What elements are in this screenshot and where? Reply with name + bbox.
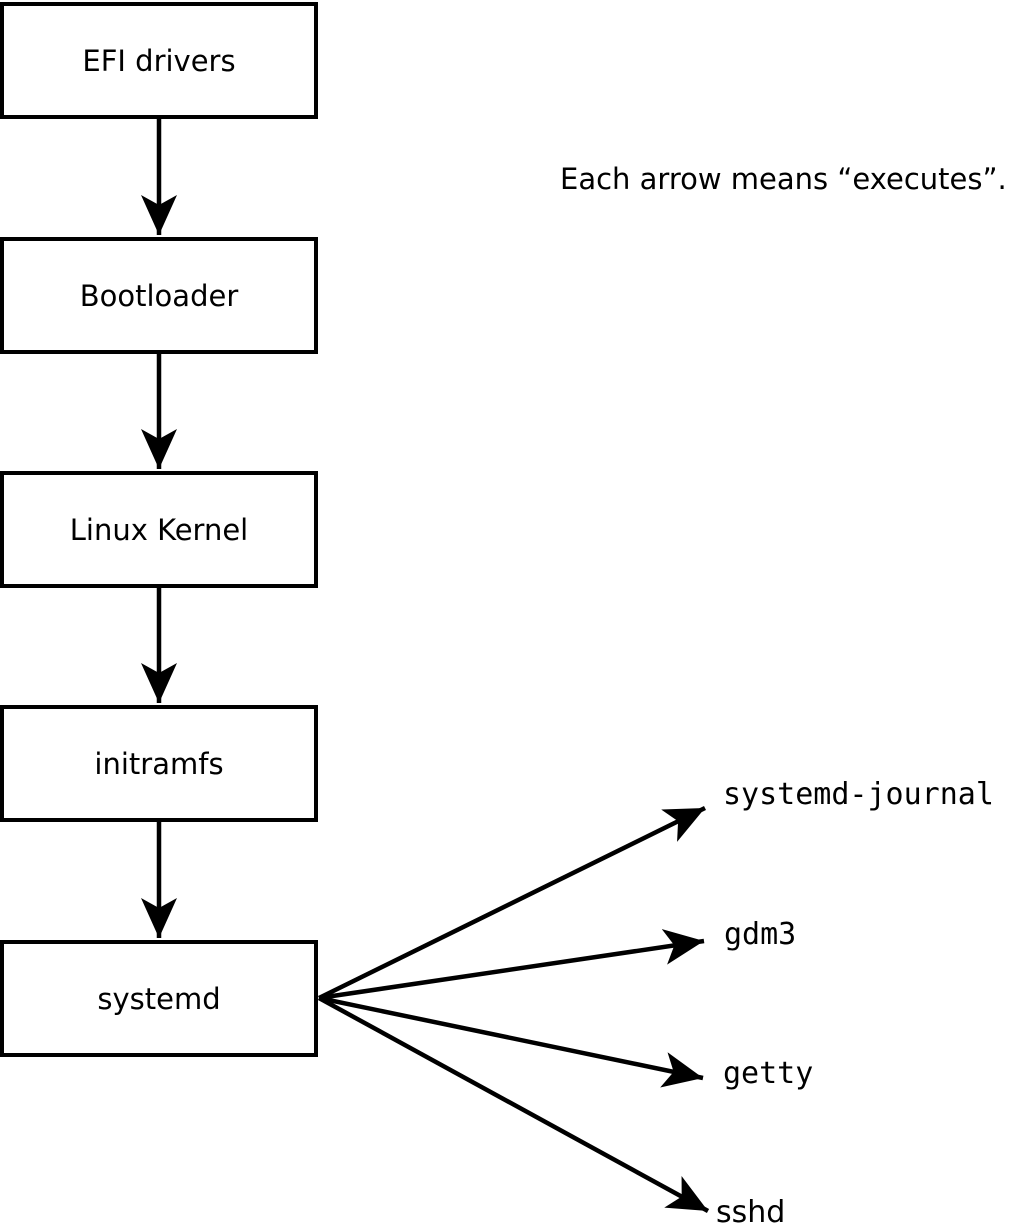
- box-systemd: systemd: [0, 940, 318, 1057]
- box-efi-drivers-rect: [0, 2, 318, 119]
- box-efi-drivers: EFI drivers: [0, 2, 318, 119]
- box-systemd-rect: [0, 940, 318, 1057]
- spawn-label-systemd-journal: systemd-journal: [723, 777, 994, 812]
- box-initramfs-label: initramfs: [94, 747, 223, 781]
- box-initramfs: initramfs: [0, 705, 318, 822]
- box-linux-kernel-rect: [0, 471, 318, 588]
- spawn-label-getty: getty: [723, 1056, 813, 1091]
- fan-arrow-getty: [318, 995, 704, 1088]
- box-bootloader-rect: [0, 237, 318, 354]
- box-bootloader-label: Bootloader: [80, 279, 239, 313]
- fan-arrow-systemd-journal: [318, 805, 706, 1001]
- spawn-label-gdm3: gdm3: [724, 917, 796, 952]
- box-bootloader: Bootloader: [0, 237, 318, 354]
- box-systemd-label: systemd: [97, 982, 220, 1016]
- box-linux-kernel: Linux Kernel: [0, 471, 318, 588]
- box-initramfs-rect: [0, 705, 318, 822]
- spawn-label-sshd: sshd: [716, 1195, 785, 1230]
- box-efi-drivers-label: EFI drivers: [82, 44, 235, 78]
- fan-arrow-sshd: [317, 996, 710, 1213]
- note-text: Each arrow means “executes”.: [560, 162, 1007, 196]
- fan-arrow-gdm3: [318, 929, 705, 1001]
- box-linux-kernel-label: Linux Kernel: [70, 513, 248, 547]
